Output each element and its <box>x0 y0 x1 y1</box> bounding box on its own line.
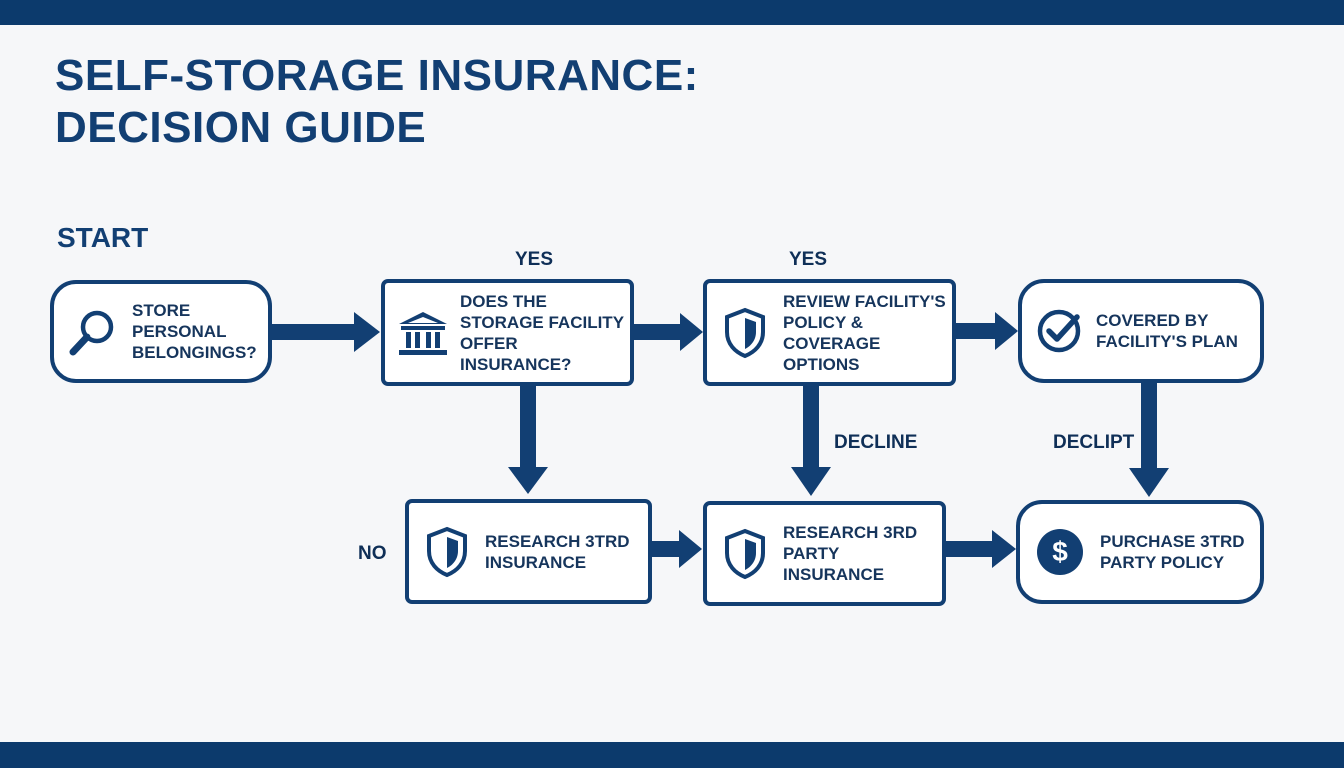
arrow-review-to-covered <box>955 312 1018 350</box>
edge-label-no: NO <box>358 543 387 564</box>
node-research-insurance-1-text: RESEARCH 3TRD INSURANCE <box>485 531 630 572</box>
arrow-offer-to-review <box>632 313 703 351</box>
shield-icon <box>707 307 783 359</box>
node-facility-offers-insurance: DOES THE STORAGE FACILITY OFFER INSURANC… <box>381 279 634 386</box>
bottom-banner <box>0 742 1344 768</box>
arrow-covered-down <box>1129 382 1169 497</box>
node-store-belongings-text: STORE PERSONAL BELONGINGS? <box>132 301 257 362</box>
node-store-belongings: STORE PERSONAL BELONGINGS? <box>50 280 272 383</box>
arrow-review-down <box>791 385 831 496</box>
arrow-research1-to-research2 <box>650 530 702 568</box>
node-research-insurance-1: RESEARCH 3TRD INSURANCE <box>405 499 652 604</box>
checkmark-circle-icon <box>1022 307 1096 355</box>
dollar-circle-icon: $ <box>1020 527 1100 577</box>
magnifier-icon <box>54 307 132 357</box>
shield-icon <box>409 526 485 578</box>
arrow-store-to-offer <box>272 312 380 352</box>
top-banner <box>0 0 1344 25</box>
node-purchase-policy-text: PURCHASE 3TRD PARTY POLICY <box>1100 532 1245 572</box>
node-research-insurance-2: RESEARCH 3RD PARTY INSURANCE <box>703 501 946 606</box>
title-line-1: SELF-STORAGE INSURANCE: <box>55 51 699 100</box>
node-research-insurance-2-text: RESEARCH 3RD PARTY INSURANCE <box>783 523 918 584</box>
node-review-policy: REVIEW FACILITY'S POLICY & COVERAGE OPTI… <box>703 279 956 386</box>
node-review-policy-text: REVIEW FACILITY'S POLICY & COVERAGE OPTI… <box>783 291 946 374</box>
node-purchase-policy: $ PURCHASE 3TRD PARTY POLICY <box>1016 500 1264 604</box>
shield-icon <box>707 528 783 580</box>
start-label: START <box>57 222 149 253</box>
edge-label-declipt: DECLIPT <box>1053 432 1135 453</box>
edge-label-decline: DECLINE <box>834 432 918 453</box>
arrow-offer-down <box>508 385 548 494</box>
title-line-2: DECISION GUIDE <box>55 103 427 152</box>
bank-building-icon <box>385 310 460 356</box>
page-title: SELF-STORAGE INSURANCE: DECISION GUIDE <box>55 50 699 154</box>
node-covered-by-facility: COVERED BY FACILITY'S PLAN <box>1018 279 1264 383</box>
arrow-research2-to-purchase <box>945 530 1016 568</box>
node-covered-by-facility-text: COVERED BY FACILITY'S PLAN <box>1096 311 1238 351</box>
edge-label-yes-2: YES <box>789 249 828 270</box>
svg-text:$: $ <box>1052 536 1068 567</box>
edge-label-yes-1: YES <box>515 249 554 270</box>
node-facility-offers-insurance-text: DOES THE STORAGE FACILITY OFFER INSURANC… <box>460 291 624 374</box>
